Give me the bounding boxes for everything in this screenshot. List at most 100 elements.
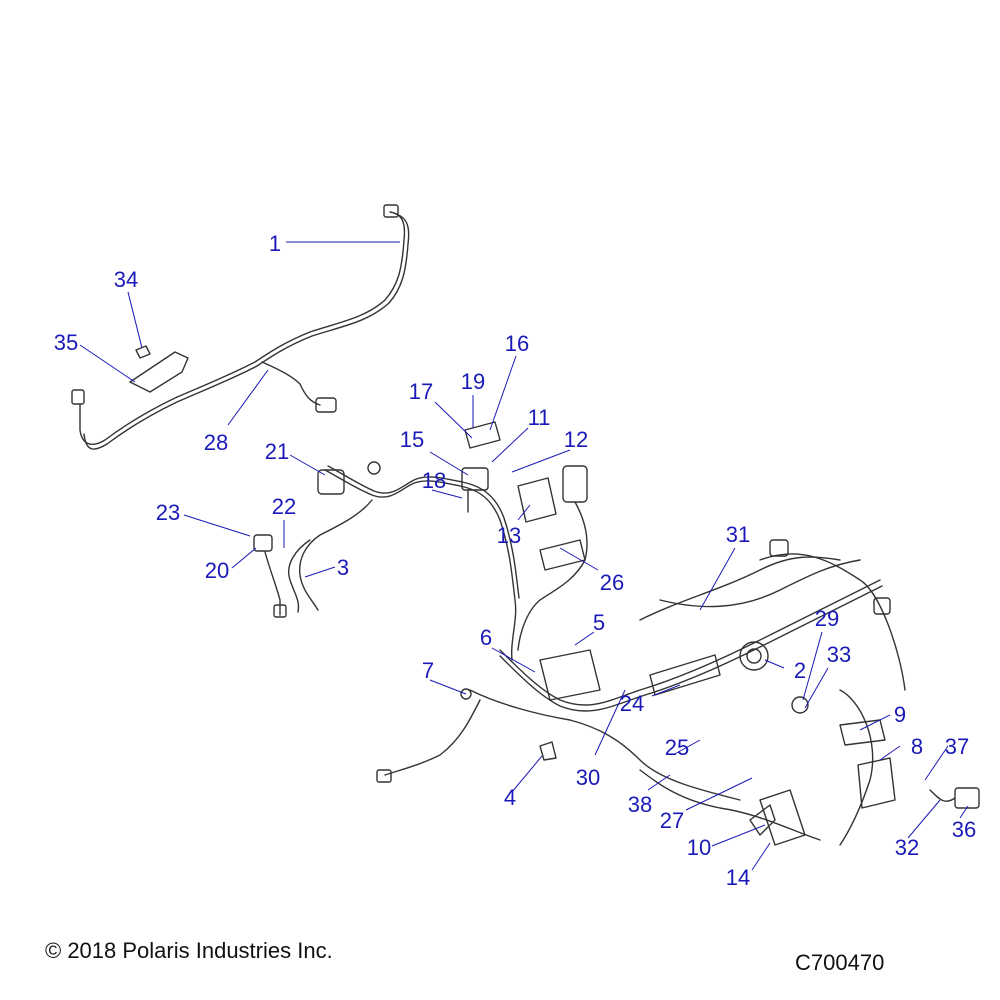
callout-22: 22	[272, 494, 296, 519]
leader-27	[685, 777, 753, 811]
rear-harness-branch	[261, 361, 321, 406]
bracket-35	[129, 351, 189, 393]
connector-20-end	[273, 604, 287, 618]
callout-33: 33	[827, 642, 851, 667]
callout-27: 27	[660, 808, 684, 833]
callout-13: 13	[497, 523, 521, 548]
leader-36	[959, 805, 969, 819]
callout-20: 20	[205, 558, 229, 583]
right-harness	[839, 689, 874, 846]
bracket-16	[464, 421, 501, 449]
leader-24	[651, 684, 681, 697]
rear-connector-left	[71, 389, 85, 405]
connector-lower-left	[376, 769, 392, 783]
callout-4: 4	[504, 785, 516, 810]
callout-24: 24	[620, 691, 644, 716]
bracket-27	[749, 804, 776, 836]
grommet-33	[791, 696, 809, 714]
leader-5	[574, 631, 595, 646]
clip-34	[135, 345, 151, 359]
leader-7	[429, 679, 467, 695]
leader-6	[491, 647, 536, 673]
leader-11	[491, 427, 529, 463]
callout-30: 30	[576, 765, 600, 790]
callout-37: 37	[945, 734, 969, 759]
main-harness-top	[639, 556, 841, 621]
wire-32	[929, 789, 956, 802]
rear-harness	[79, 211, 406, 446]
leader-lines	[79, 241, 969, 871]
callout-8: 8	[911, 734, 923, 759]
callout-29: 29	[815, 606, 839, 631]
leader-16	[489, 355, 517, 431]
callout-12: 12	[564, 427, 588, 452]
callout-5: 5	[593, 610, 605, 635]
leader-10	[711, 824, 766, 847]
harness-13-down	[517, 501, 588, 651]
callout-28: 28	[204, 430, 228, 455]
rear-branch-connector	[315, 397, 337, 413]
callout-1: 1	[269, 231, 281, 256]
main-harness-lower-2	[639, 769, 821, 841]
bracket-26	[539, 539, 586, 571]
leader-12	[511, 449, 571, 473]
box-6	[539, 649, 601, 701]
callout-19: 19	[461, 369, 485, 394]
callout-2: 2	[794, 658, 806, 683]
left-harness	[324, 469, 517, 661]
callout-35: 35	[54, 330, 78, 355]
leader-9	[859, 714, 891, 731]
grommet-2	[739, 641, 769, 671]
callout-17: 17	[409, 379, 433, 404]
leader-4	[511, 755, 543, 793]
harness-20	[264, 551, 281, 616]
leader-14	[751, 842, 771, 871]
callout-labels: 1 2 3 4 5 6 7 8 9 10 11 12 13 14 15 16 1…	[54, 231, 976, 890]
callout-34: 34	[114, 267, 138, 292]
module-13	[517, 477, 557, 523]
callout-38: 38	[628, 792, 652, 817]
leader-15	[429, 451, 469, 476]
callout-7: 7	[422, 658, 434, 683]
fuse-box-24	[649, 654, 721, 696]
callout-18: 18	[422, 468, 446, 493]
leader-26	[559, 547, 599, 571]
leader-25	[672, 739, 701, 756]
leader-29	[802, 631, 823, 701]
callout-11: 11	[528, 405, 551, 430]
leader-31	[699, 547, 736, 611]
left-harness-branch	[298, 499, 373, 611]
rear-connector-top	[383, 204, 399, 218]
drawing-id: C700470	[795, 950, 885, 975]
callout-36: 36	[952, 817, 976, 842]
callout-23: 23	[156, 500, 180, 525]
main-harness-lower	[469, 689, 741, 801]
nut-7	[460, 688, 472, 700]
grommet-2-inner	[746, 648, 762, 664]
connector-block-13	[562, 465, 588, 503]
leader-34	[127, 291, 143, 349]
callout-21: 21	[265, 439, 289, 464]
connector-21	[317, 469, 345, 495]
harness-31	[659, 559, 861, 608]
front-harness	[759, 553, 906, 691]
connector-31a	[769, 539, 789, 557]
leader-21	[289, 454, 326, 476]
leader-35	[79, 344, 136, 383]
leader-28	[227, 369, 269, 426]
callout-32: 32	[895, 835, 919, 860]
callout-15: 15	[400, 427, 424, 452]
module-10	[759, 789, 806, 846]
callout-6: 6	[480, 625, 492, 650]
callout-3: 3	[337, 555, 349, 580]
leader-18	[431, 489, 463, 499]
leader-37	[924, 745, 949, 781]
leader-20	[231, 547, 257, 569]
leader-13	[517, 504, 531, 521]
connector-31b	[873, 597, 891, 615]
connector-20	[253, 534, 273, 552]
leader-3	[304, 566, 336, 578]
callout-31: 31	[726, 522, 750, 547]
grommet-21	[367, 461, 381, 475]
